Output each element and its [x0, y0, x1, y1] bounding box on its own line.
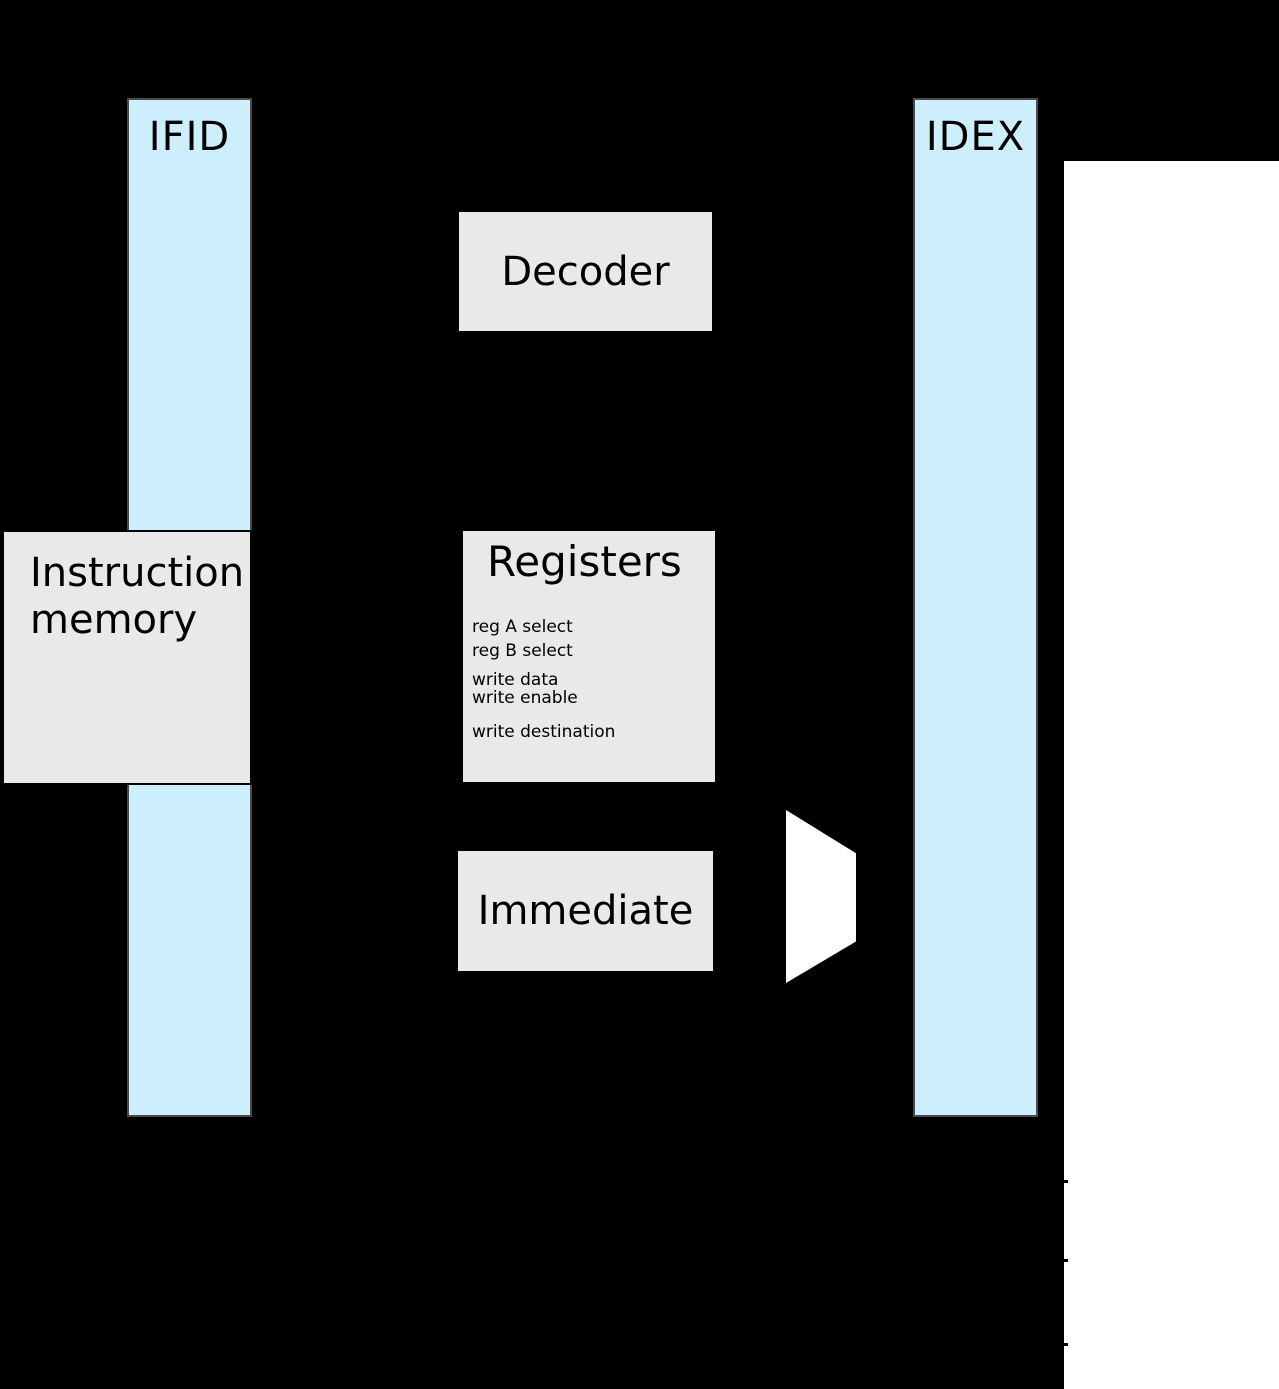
instruction-memory-label-line1: Instruction: [30, 550, 245, 596]
mux-trapezoid-icon: [786, 810, 856, 983]
port-write-data: write data: [472, 670, 559, 690]
right-stage-canvas: [1064, 161, 1279, 1389]
decoder-label: Decoder: [501, 248, 670, 295]
port-write-destination: write destination: [472, 722, 616, 742]
decoder-block: Decoder: [457, 210, 714, 333]
wire-stub-instruction-memory: [250, 650, 255, 653]
idex-label: IDEX: [925, 114, 1026, 160]
port-reg-b-select: reg B select: [472, 641, 573, 661]
immediate-label: Immediate: [477, 888, 694, 934]
wire-stub-2: [1063, 1259, 1068, 1262]
instruction-memory-label-line2: memory: [30, 597, 198, 644]
immediate-block: Immediate: [456, 849, 715, 973]
idex-pipeline-register: IDEX: [913, 98, 1038, 1117]
instruction-memory-block: Instruction memory: [2, 530, 252, 785]
registers-block: Registers reg A select reg B select writ…: [461, 529, 717, 784]
wire-stub-1: [1063, 1180, 1068, 1183]
port-reg-a-select: reg A select: [472, 617, 573, 637]
port-write-enable: write enable: [472, 688, 578, 708]
wire-stub-3: [1063, 1343, 1068, 1346]
registers-title: Registers: [487, 537, 682, 586]
ifid-label: IFID: [148, 114, 231, 160]
